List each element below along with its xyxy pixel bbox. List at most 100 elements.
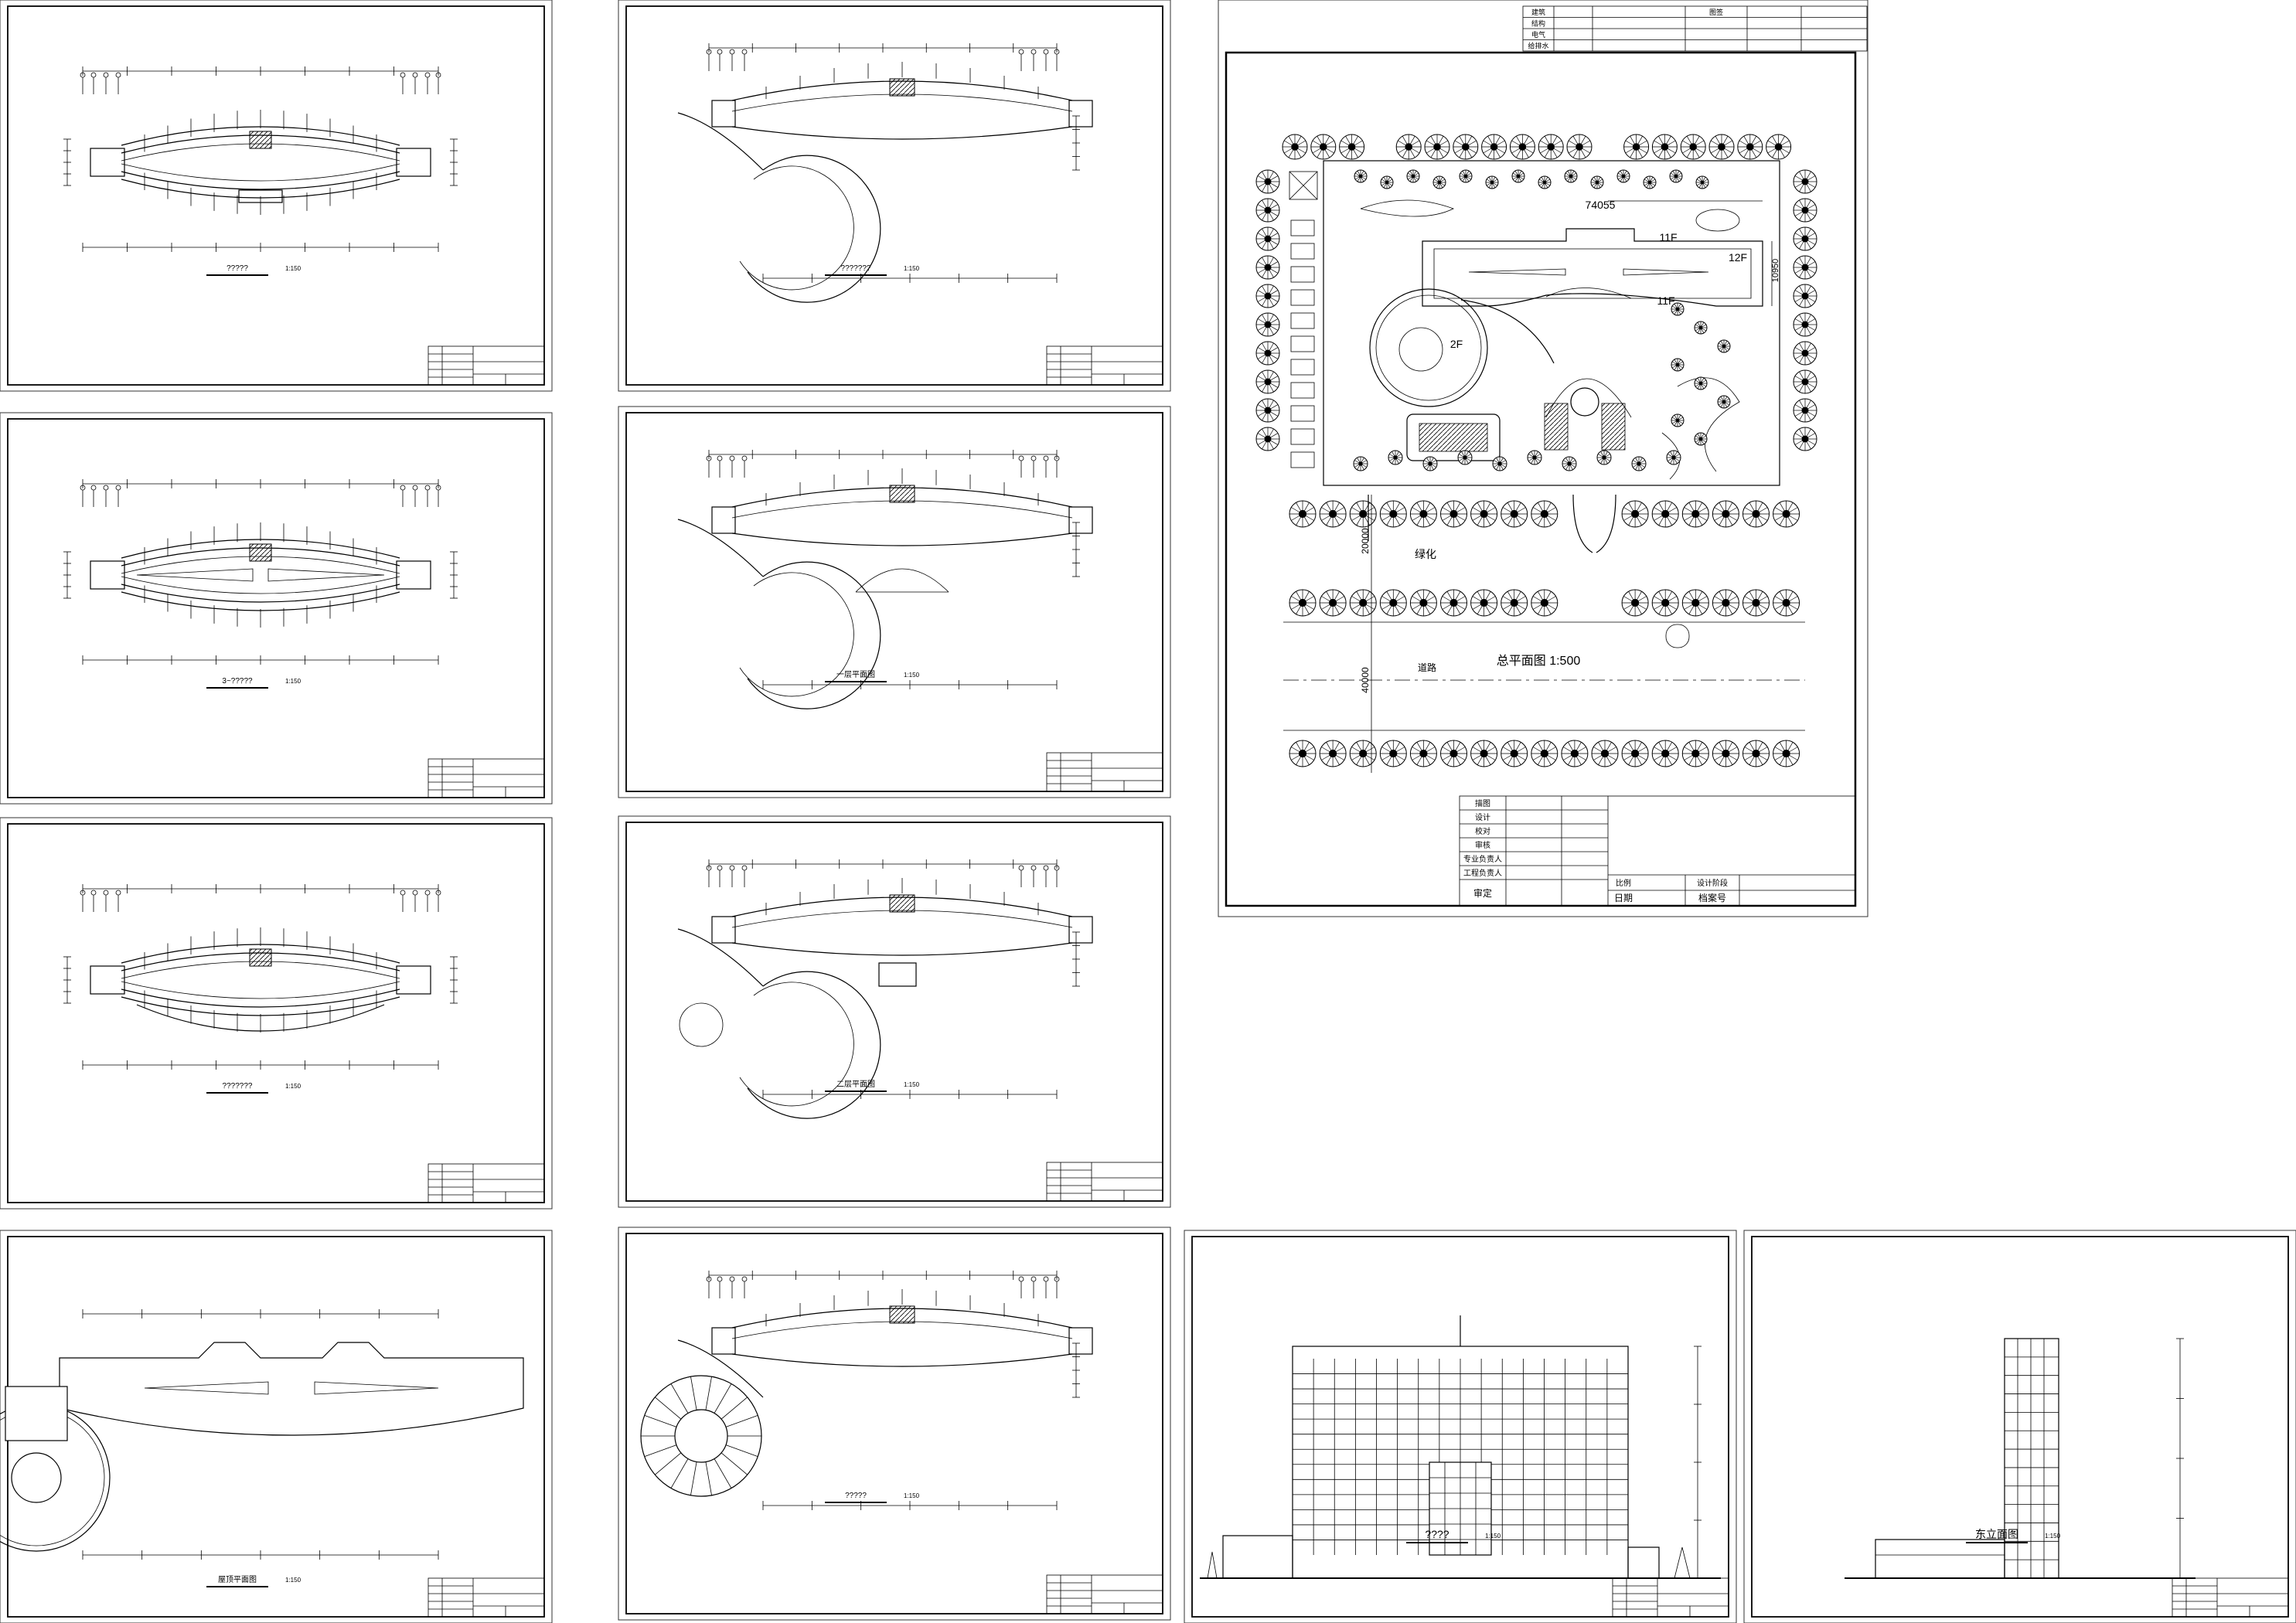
dimension-text: 10950 (1771, 259, 1780, 283)
title-block (2172, 1577, 2289, 1618)
tree-trunk (1718, 143, 1725, 151)
tree-trunk (1691, 749, 1700, 758)
title-block-outline (428, 1577, 545, 1618)
sheet-inner-frame (1751, 1236, 2289, 1618)
tree-trunk (1569, 174, 1573, 179)
tree-symbol (1501, 740, 1528, 767)
axis-bubble (424, 485, 431, 491)
stair-core (889, 894, 915, 913)
tree-trunk (1264, 435, 1272, 443)
tree-symbol (1666, 450, 1681, 465)
tree-symbol (1409, 500, 1437, 528)
tree-trunk (1631, 598, 1640, 607)
east-end-block (1068, 1327, 1093, 1355)
tree-trunk (1540, 749, 1548, 758)
axis-bubble (90, 485, 97, 491)
sheet-scale: 1:150 (2045, 1533, 2061, 1540)
title-block-label: 专业负责人 (1463, 854, 1502, 864)
stair-core (889, 485, 915, 503)
tree-symbol (1681, 589, 1709, 617)
tree-symbol (1591, 740, 1619, 767)
tree-symbol (1255, 284, 1280, 308)
south-room-band (121, 996, 400, 1016)
west-end-block (711, 100, 736, 128)
tree-symbol (1538, 134, 1564, 160)
tree-symbol (1651, 589, 1679, 617)
tree-trunk (1510, 749, 1518, 758)
east-end-block (396, 560, 431, 590)
tree-trunk (1661, 509, 1670, 519)
sheet-border (618, 1227, 1171, 1621)
tree-symbol (1379, 589, 1407, 617)
rotunda-inner (739, 982, 854, 1107)
floor-label-11f: 11F (1657, 294, 1674, 307)
axis-bubble (1043, 455, 1049, 461)
title-block (1046, 1574, 1163, 1614)
tree-symbol (1282, 134, 1308, 160)
sheet-inner-frame (7, 823, 545, 1203)
roof-outline (59, 1342, 524, 1436)
pond (1695, 209, 1740, 232)
tree-symbol (1566, 134, 1593, 160)
guard-house-cross (1289, 171, 1318, 200)
tree-symbol (1424, 134, 1450, 160)
kiosk (1665, 624, 1690, 648)
front-elevation (1200, 1315, 1721, 1579)
tree-trunk (1329, 749, 1337, 758)
tree-trunk (1621, 174, 1626, 179)
tower-footprint (1422, 228, 1763, 307)
top-table-label: 建筑 (1531, 8, 1545, 16)
tree-symbol (1310, 134, 1337, 160)
tree-trunk (1480, 509, 1488, 519)
tree-trunk (1661, 143, 1669, 151)
tree-symbol (1681, 500, 1709, 528)
tree-trunk (1752, 749, 1760, 758)
rotunda-dome (11, 1452, 62, 1503)
tree-symbol (1773, 589, 1800, 617)
tree-symbol (1742, 500, 1770, 528)
axis-bubble (729, 865, 735, 871)
tree-trunk (1428, 461, 1432, 466)
tree-symbol (1737, 134, 1763, 160)
tree-trunk (1595, 180, 1599, 185)
top-table-label: 电气 (1531, 30, 1545, 39)
stair-core (889, 78, 915, 97)
tree-trunk (1347, 143, 1356, 151)
sheet-title: 屋顶平面图 (218, 1575, 257, 1584)
tree-trunk (1433, 143, 1441, 151)
axis-bubble (115, 485, 121, 491)
axis-bubble (1030, 49, 1037, 55)
title-block (428, 758, 545, 798)
tree-trunk (1437, 180, 1442, 185)
parking-stall (1290, 219, 1315, 236)
tree-symbol (1255, 198, 1280, 223)
tree-symbol (1440, 500, 1467, 528)
tree (1207, 1551, 1218, 1579)
tree-symbol (1793, 255, 1817, 280)
title-block-label: 校对 (1475, 826, 1490, 836)
tree-symbol (1712, 500, 1739, 528)
parking-stall (1290, 451, 1315, 468)
tree-trunk (1510, 598, 1518, 607)
tree-trunk (1540, 509, 1548, 519)
tree-trunk (1320, 143, 1327, 151)
sheet-border (0, 412, 553, 805)
skylight (144, 1381, 269, 1395)
tree-symbol (1793, 198, 1817, 223)
tree-symbol (1319, 740, 1347, 767)
tree-trunk (1570, 749, 1579, 758)
canopy-arc (855, 568, 949, 593)
tree-trunk (1691, 509, 1700, 519)
guard-house (1289, 171, 1318, 200)
axis-bubble (412, 890, 418, 896)
axis-bubble (717, 1276, 723, 1282)
sheet-border (1184, 1230, 1737, 1623)
sheet-inner-frame (7, 5, 545, 386)
west-end-block (90, 148, 125, 177)
parking-stall (1290, 243, 1315, 260)
floor-plan (677, 878, 1093, 1119)
tree-symbol (1379, 740, 1407, 767)
